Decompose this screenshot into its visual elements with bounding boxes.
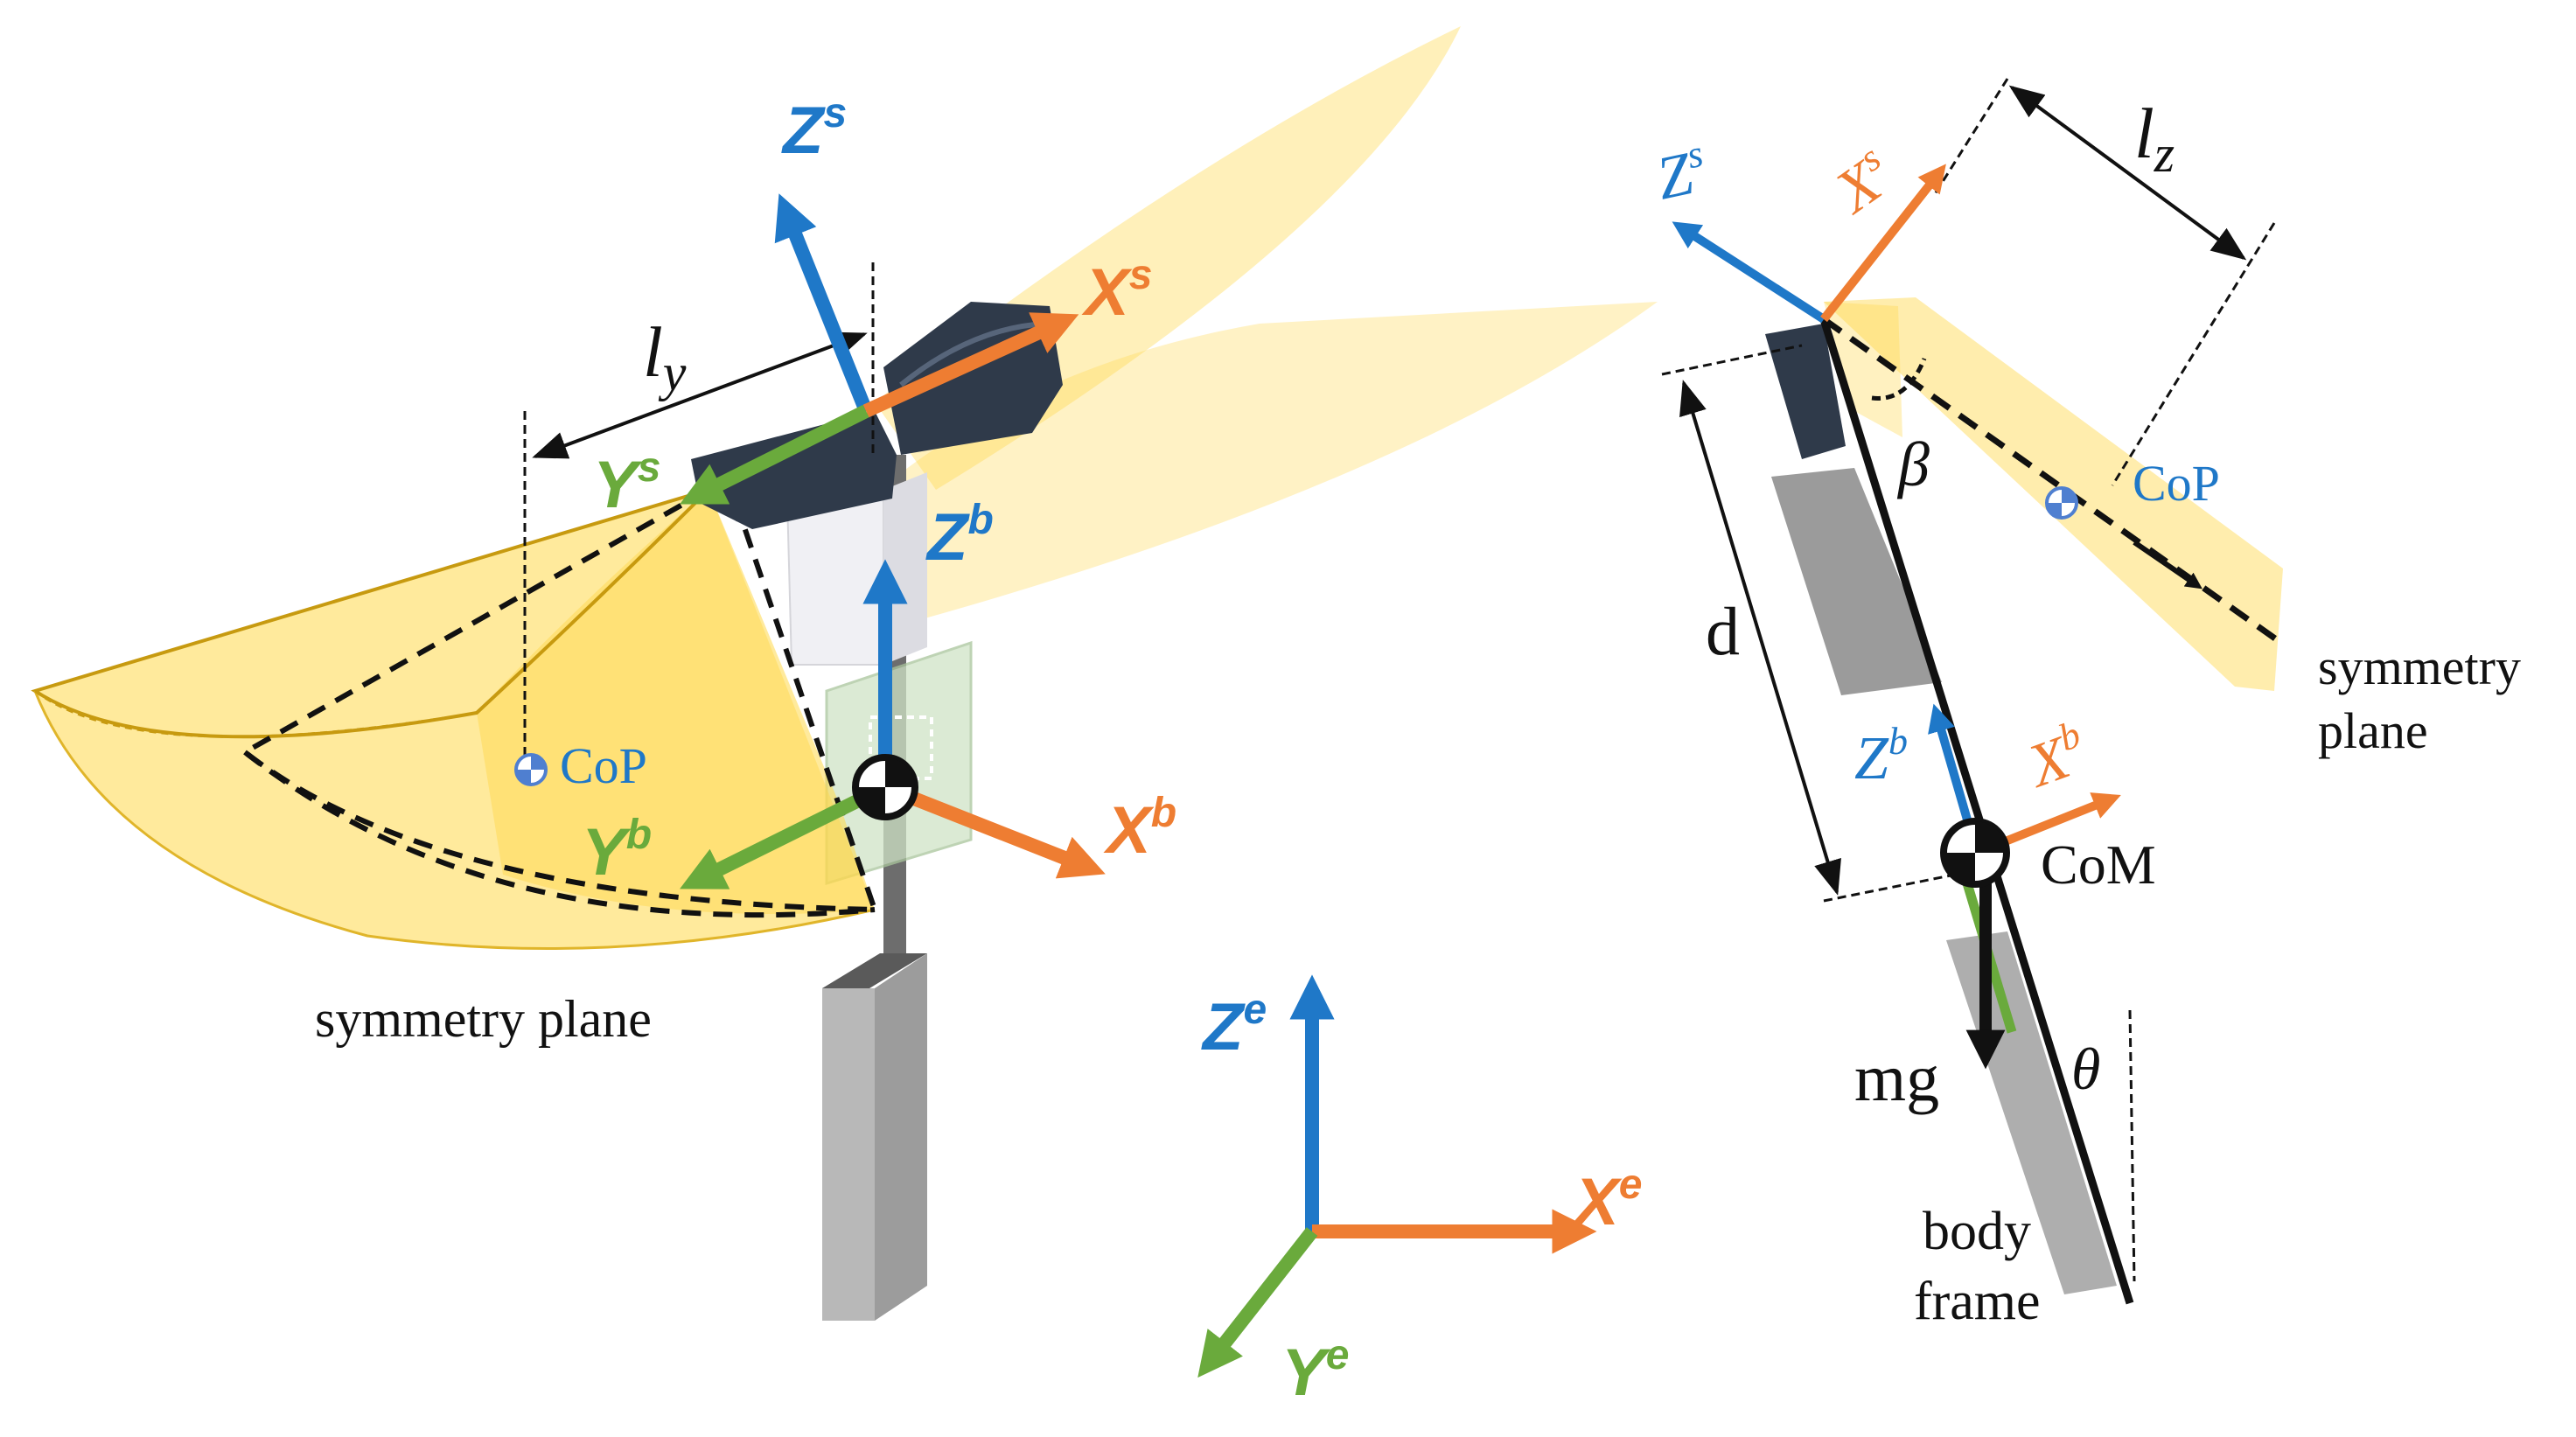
beta-arc <box>1871 358 1927 401</box>
d-ext-bottom <box>1823 871 1965 903</box>
lz-dimension-line <box>2008 85 2247 261</box>
left-wing-lower-edge <box>33 690 876 951</box>
d-dimension-line <box>1679 380 1841 896</box>
z-e-label: Ze <box>1201 987 1267 1064</box>
lz-label: lz <box>2134 94 2175 183</box>
x-b-axis <box>883 780 1106 879</box>
right-view: β lz d CoP Zs Xs Zb Xb <box>1650 78 2521 1331</box>
earth-frame: Ze Xe Ye <box>1197 974 1642 1410</box>
theta-label: θ <box>2071 1036 2100 1102</box>
lz-ext-bottom <box>2111 222 2276 486</box>
d-ext-top <box>1661 344 1803 376</box>
z-s-label: Zs <box>781 90 847 168</box>
x-s-axis-right <box>1820 164 1946 323</box>
x-s-axis <box>862 312 1079 418</box>
cop-label-right: CoP <box>2133 455 2220 512</box>
y-s-label: Ys <box>593 444 660 522</box>
symmetry-plane-label-left: symmetry plane <box>315 990 652 1048</box>
left-wing <box>31 486 879 951</box>
vertical-reference <box>2128 1009 2136 1282</box>
z-b-label: Zb <box>925 497 994 575</box>
left-view: ly CoP Zs Xs Ys Zb Xb Yb symmetry plane <box>31 26 1658 1321</box>
left-wing-outline <box>31 488 710 739</box>
wing-plane-band-root <box>1824 302 1902 437</box>
hinge-right-highlight <box>899 321 1046 387</box>
z-s-axis-right <box>1672 221 1826 324</box>
cop-marker-right <box>2045 486 2078 520</box>
lz-ext-top <box>1931 78 2009 198</box>
z-b-label-right: Zb <box>1854 720 1908 792</box>
symmetry-plane-label-right-2: plane <box>2318 702 2428 759</box>
mg-label: mg <box>1854 1042 1939 1115</box>
y-e-axis <box>1197 1227 1318 1378</box>
base-block-top <box>822 953 927 988</box>
ly-label: ly <box>643 312 687 401</box>
left-wing-dotted-edge <box>34 689 478 738</box>
cop-label-left: CoP <box>560 737 647 794</box>
z-s-label-right: Zs <box>1650 132 1713 213</box>
body-frame-line <box>1819 317 2134 1305</box>
wing-plane-line <box>1821 317 2284 645</box>
right-wing-blade <box>840 302 1658 630</box>
z-s-axis <box>774 193 873 414</box>
com-label: CoM <box>2041 834 2156 896</box>
y-s-axis <box>680 404 869 505</box>
wing-plane-arrow <box>2133 540 2203 589</box>
symmetry-plane-label-right-1: symmetry <box>2318 638 2521 695</box>
x-e-label: Xe <box>1571 1161 1642 1239</box>
x-b-label: Xb <box>1103 790 1176 868</box>
y-e-label: Ye <box>1281 1332 1349 1410</box>
left-wing-front-panel <box>477 490 875 914</box>
y-b-axis <box>680 780 889 889</box>
body-frame-label-2: frame <box>1914 1272 2041 1331</box>
com-marker-right <box>1940 818 2010 888</box>
x-b-label-right: Xb <box>2015 713 2096 801</box>
ly-dimension-line <box>532 331 868 459</box>
base-block-side <box>875 953 927 1321</box>
base-block-front <box>822 988 875 1321</box>
x-s-label: Xs <box>1081 252 1152 330</box>
beta-label: β <box>1896 429 1930 499</box>
d-label: d <box>1706 593 1740 669</box>
body-frame-label-1: body <box>1923 1202 2031 1261</box>
y-b-label: Yb <box>582 812 652 889</box>
x-s-label-right: Xs <box>1819 136 1905 227</box>
symmetry-plane-outline <box>240 486 879 913</box>
com-marker-left <box>852 754 918 820</box>
cop-marker-left <box>514 753 548 786</box>
left-wing-membrane <box>35 490 875 949</box>
side-body-upper <box>1771 468 1942 695</box>
